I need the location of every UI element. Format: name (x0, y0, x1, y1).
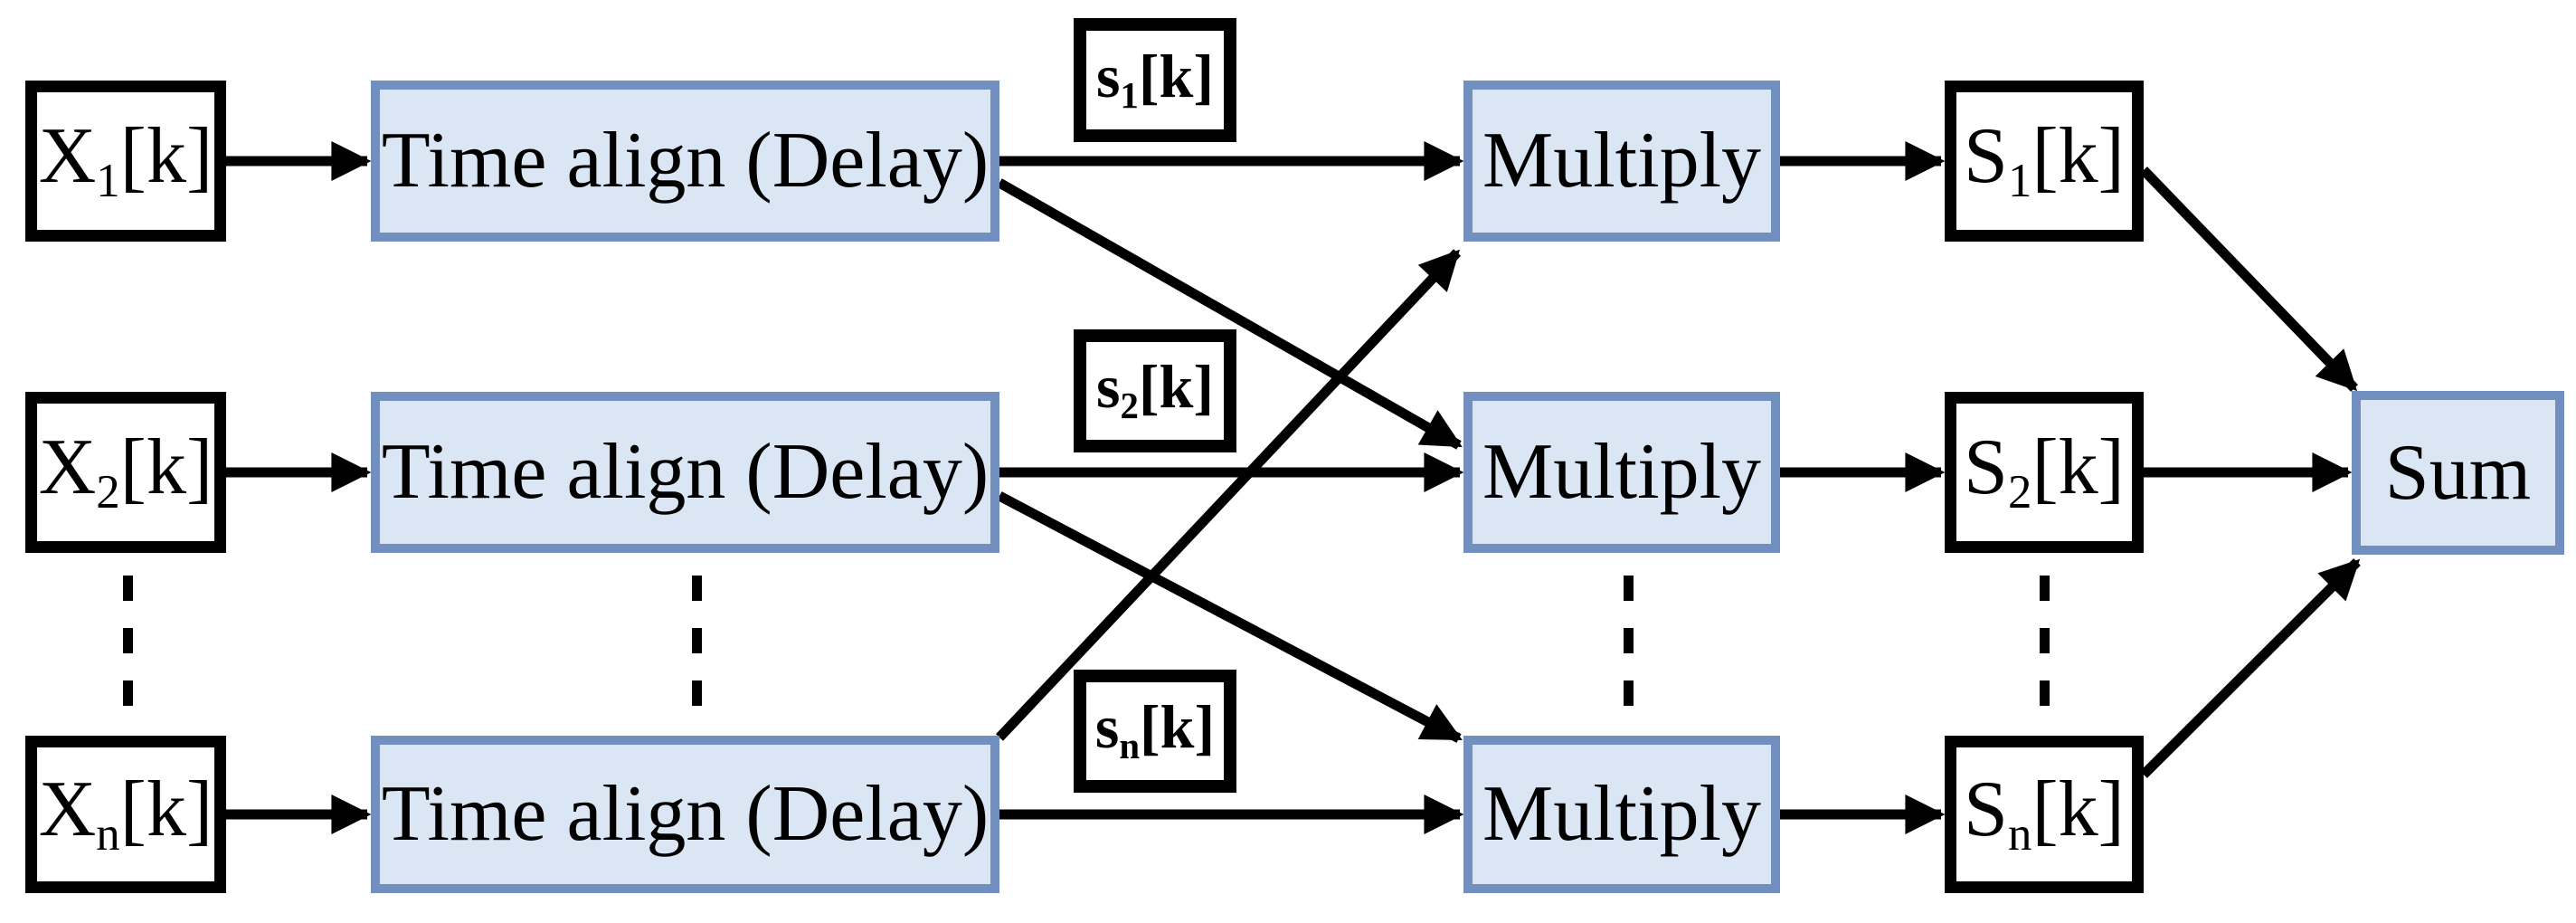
node-time-align-2: Time align (Delay) (371, 392, 999, 553)
node-sum: Sum (2352, 391, 2564, 555)
arrow-sn-sum (2140, 558, 2361, 778)
vertical-ellipsis-inputs (123, 576, 133, 706)
node-input-xn: Xn[k] (25, 736, 226, 893)
arrow-ta1-m2 (997, 178, 1463, 450)
vertical-ellipsis-multiply (1624, 576, 1634, 706)
node-multiply-n: Multiply (1463, 736, 1780, 893)
vertical-ellipsis-outputs (2040, 576, 2050, 706)
node-input-x2: X2[k] (25, 392, 226, 553)
arrow-s1-sum (2140, 167, 2358, 392)
node-time-align-1: Time align (Delay) (371, 81, 999, 242)
arrow-tan-m1 (996, 249, 1461, 741)
node-multiply-1: Multiply (1463, 81, 1780, 242)
vertical-ellipsis-timealign (692, 576, 702, 706)
node-output-sn: Sn[k] (1945, 736, 2144, 893)
node-output-s2: S2[k] (1945, 392, 2144, 553)
node-time-align-n: Time align (Delay) (371, 736, 999, 893)
node-output-s1: S1[k] (1945, 81, 2144, 242)
node-multiply-2: Multiply (1463, 392, 1780, 553)
label-s2k: s2[k] (1074, 329, 1236, 452)
label-s1k: s1[k] (1074, 18, 1236, 142)
node-input-x1: X1[k] (25, 81, 226, 242)
label-snk: sn[k] (1074, 670, 1236, 793)
arrow-ta2-mn (997, 491, 1463, 743)
